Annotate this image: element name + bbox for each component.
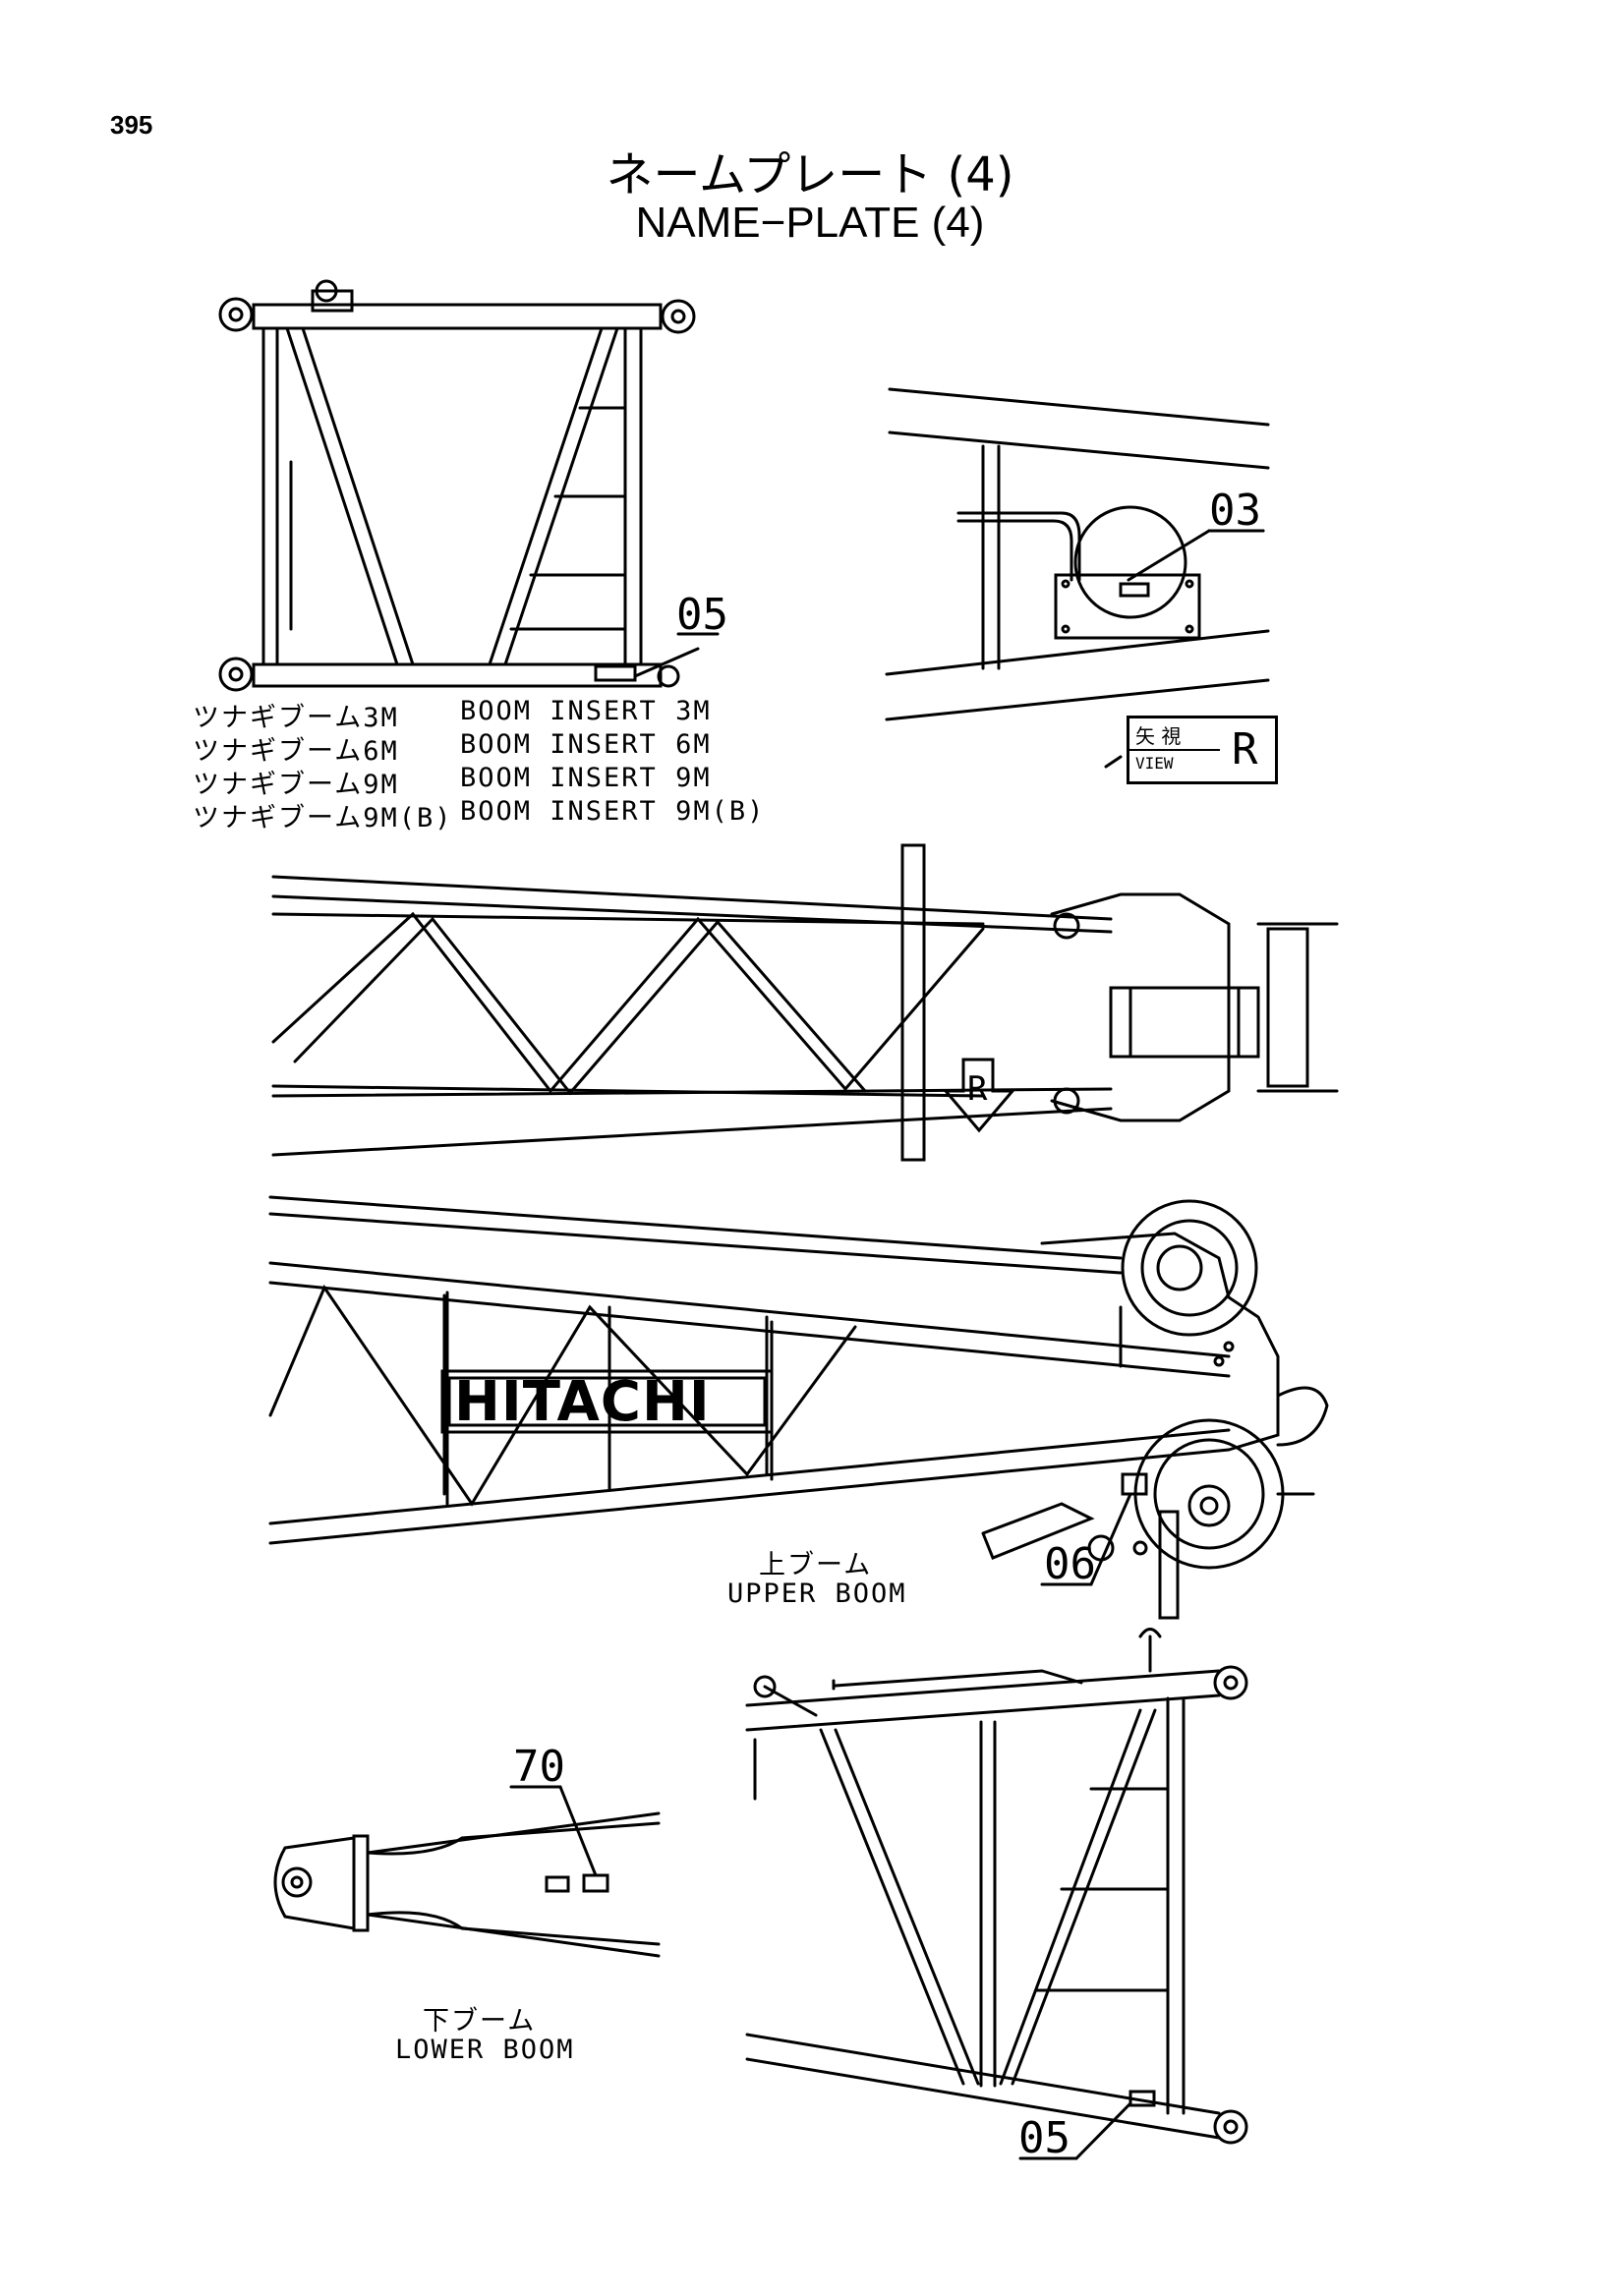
view-label-en: VIEW bbox=[1135, 754, 1174, 773]
insert-label-en: BOOM INSERT 9M(B) bbox=[460, 796, 766, 827]
page-number: 395 bbox=[110, 110, 153, 140]
lower-boom-base bbox=[745, 1628, 1248, 2160]
insert-label-jp: ツナギブーム9M bbox=[193, 770, 399, 800]
callout-05-insert: 05 bbox=[676, 590, 728, 640]
insert-label-jp: ツナギブーム3M bbox=[193, 703, 399, 733]
callout-70: 70 bbox=[513, 1742, 565, 1792]
upper-boom-label-jp: 上ブーム bbox=[759, 1550, 873, 1580]
hitachi-logo: HITACHI bbox=[454, 1370, 711, 1434]
view-letter: R bbox=[1232, 724, 1258, 775]
upper-boom-tip bbox=[271, 843, 1339, 1162]
view-arrow-letter: R bbox=[967, 1069, 990, 1109]
view-label-jp: 矢 視 bbox=[1135, 724, 1182, 748]
page-title-jp: ネームプレート (4) bbox=[606, 147, 1014, 202]
view-r-detail bbox=[885, 387, 1270, 769]
insert-label-en: BOOM INSERT 3M bbox=[460, 696, 712, 726]
callout-leaders bbox=[676, 529, 1265, 1586]
boom-insert-frame bbox=[218, 279, 700, 692]
lower-boom-label-jp: 下ブーム bbox=[423, 2006, 537, 2037]
view-divider bbox=[1129, 749, 1220, 751]
callout-03: 03 bbox=[1209, 486, 1261, 536]
insert-label-en: BOOM INSERT 9M bbox=[460, 763, 712, 793]
upper-boom-base bbox=[268, 1195, 1329, 1620]
insert-label-jp: ツナギブーム6M bbox=[193, 736, 399, 767]
page-title-en: NAME−PLATE (4) bbox=[635, 199, 985, 247]
insert-label-jp: ツナギブーム9M(B) bbox=[193, 803, 453, 833]
lower-boom-label-en: LOWER BOOM bbox=[395, 2035, 575, 2065]
view-r-box: 矢 視 VIEW R bbox=[1127, 716, 1278, 784]
upper-boom-label-en: UPPER BOOM bbox=[727, 1578, 907, 1609]
lower-boom-foot bbox=[273, 1785, 661, 1958]
hitachi-logo-plate bbox=[440, 1293, 774, 1496]
callout-06: 06 bbox=[1044, 1539, 1096, 1589]
insert-label-en: BOOM INSERT 6M bbox=[460, 729, 712, 760]
callout-05-lower: 05 bbox=[1018, 2113, 1070, 2163]
